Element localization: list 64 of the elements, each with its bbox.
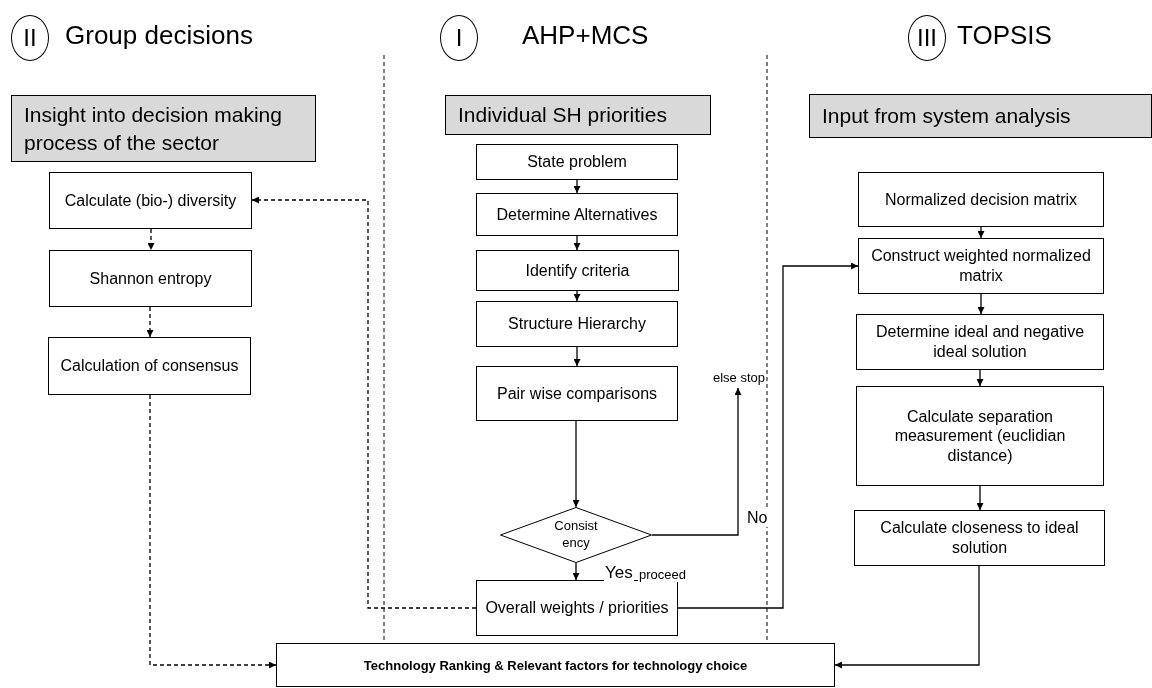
box-label: Individual SH priorities <box>458 102 667 129</box>
arrow <box>834 565 980 669</box>
arrow <box>977 226 985 239</box>
arrow <box>573 235 581 251</box>
arrow <box>573 290 581 302</box>
arrow <box>147 228 155 251</box>
section-header <box>445 95 711 135</box>
arrow <box>976 369 984 387</box>
edge-label: Yes <box>604 563 634 583</box>
arrow <box>677 262 859 609</box>
box-label: Determine Alternatives <box>496 204 658 225</box>
box-label: Overall weights / priorities <box>485 598 669 618</box>
section-title: AHP+MCS <box>522 20 649 51</box>
arrow <box>251 196 477 609</box>
process-box <box>858 238 1104 294</box>
process-box <box>476 250 679 291</box>
process-box <box>476 144 678 180</box>
process-box <box>476 301 678 347</box>
box-label: Calculate separation measurement (euclidian distance) <box>893 406 1067 466</box>
roman-numeral: III <box>917 24 937 52</box>
section-title: Group decisions <box>65 20 253 51</box>
box-label: Insight into decision making process of the sector <box>24 102 283 156</box>
box-label: State problem <box>527 152 627 172</box>
process-box <box>854 510 1105 566</box>
note-label: proceed <box>638 567 687 582</box>
process-box <box>49 250 252 307</box>
box-label: Input from system analysis <box>822 103 1071 130</box>
box-label: Pair wise comparisons <box>496 383 658 404</box>
process-box <box>476 580 678 636</box>
section-title: TOPSIS <box>957 20 1052 51</box>
arrow <box>146 306 154 338</box>
box-label: Identify criteria <box>525 260 630 281</box>
roman-numeral: II <box>23 24 37 52</box>
roman-numeral: I <box>455 24 463 52</box>
section-header <box>809 94 1152 138</box>
box-label: Shannon entropy <box>89 268 212 289</box>
process-box <box>856 314 1104 370</box>
arrow <box>976 485 984 511</box>
arrow <box>572 562 580 581</box>
process-box <box>48 337 251 395</box>
box-label: Determine ideal and negative ideal solution <box>874 322 1086 362</box>
arrow <box>572 420 580 508</box>
result-box <box>276 643 835 687</box>
box-label: Normalized decision matrix <box>884 189 1078 210</box>
arrow <box>573 179 581 194</box>
process-box <box>476 193 678 236</box>
arrow <box>977 293 985 315</box>
arrow <box>651 387 742 536</box>
process-box <box>858 172 1104 227</box>
arrow <box>573 346 581 367</box>
box-label: Calculation of consensus <box>60 356 239 376</box>
end-label: else stop <box>712 369 765 385</box>
section-header <box>11 95 316 162</box>
process-box <box>856 386 1104 486</box>
process-box <box>49 172 252 229</box>
decision-label: Consist ency <box>553 518 599 552</box>
process-box <box>476 366 678 421</box>
edge-label: No <box>746 509 769 527</box>
box-label: Structure Hierarchy <box>508 314 646 334</box>
box-label: Technology Ranking & Relevant factors for technology choice <box>363 657 748 673</box>
box-label: Calculate (bio-) diversity <box>64 190 237 211</box>
box-label: Construct weighted normalized matrix <box>870 246 1092 286</box>
arrow <box>149 394 277 669</box>
box-label: Calculate closeness to ideal solution <box>879 518 1080 558</box>
